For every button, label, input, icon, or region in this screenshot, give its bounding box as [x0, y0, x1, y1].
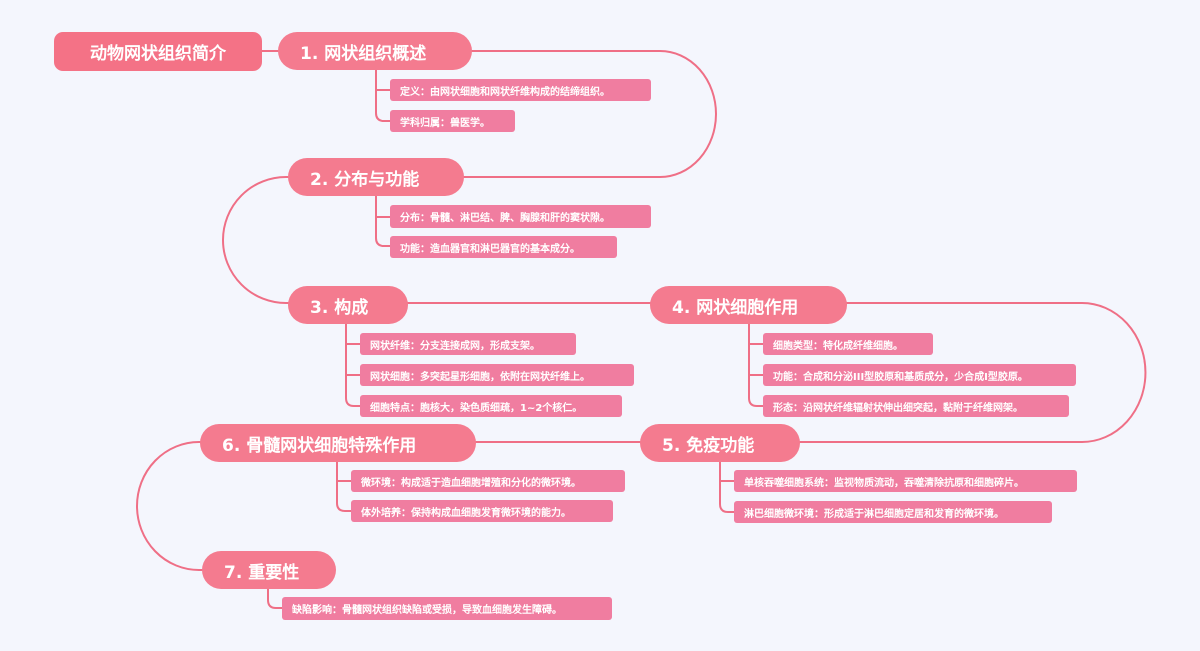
leaf-cell-type[interactable]: 细胞类型：特化成纤维细胞。: [763, 333, 933, 355]
leaf-microenvironment[interactable]: 微环境：构成适于造血细胞增殖和分化的微环境。: [351, 470, 625, 492]
topic-immune-function[interactable]: 5. 免疫功能: [640, 424, 800, 462]
leaf-definition[interactable]: 定义：由网状细胞和网状纤维构成的结缔组织。: [390, 79, 651, 101]
leaf-reticular-cell[interactable]: 网状细胞：多突起星形细胞，依附在网状纤维上。: [360, 364, 634, 386]
topic-bone-marrow-role[interactable]: 6. 骨髓网状细胞特殊作用: [200, 424, 476, 462]
topic-distribution-function[interactable]: 2. 分布与功能: [288, 158, 464, 196]
leaf-lymphocyte-microenvironment[interactable]: 淋巴细胞微环境：形成适于淋巴细胞定居和发育的微环境。: [734, 501, 1052, 523]
leaf-distribution[interactable]: 分布：骨髓、淋巴结、脾、胸腺和肝的窦状隙。: [390, 205, 651, 228]
topic-composition[interactable]: 3. 构成: [288, 286, 408, 324]
root-topic[interactable]: 动物网状组织简介: [54, 32, 262, 71]
leaf-cell-function[interactable]: 功能：合成和分泌III型胶原和基质成分，少合成I型胶原。: [763, 364, 1076, 386]
topic-reticular-cell-role[interactable]: 4. 网状细胞作用: [650, 286, 847, 324]
leaf-defect-impact[interactable]: 缺陷影响：骨髓网状组织缺陷或受损，导致血细胞发生障碍。: [282, 597, 612, 620]
topic-importance[interactable]: 7. 重要性: [202, 551, 336, 589]
leaf-cell-features[interactable]: 细胞特点：胞核大，染色质细疏，1~2个核仁。: [360, 395, 622, 417]
topic-overview[interactable]: 1. 网状组织概述: [278, 32, 472, 70]
leaf-morphology[interactable]: 形态：沿网状纤维辐射状伸出细突起，黏附于纤维网架。: [763, 395, 1069, 417]
leaf-discipline[interactable]: 学科归属：兽医学。: [390, 110, 515, 132]
leaf-mononuclear-phagocyte[interactable]: 单核吞噬细胞系统：监视物质流动，吞噬清除抗原和细胞碎片。: [734, 470, 1077, 492]
leaf-reticular-fiber[interactable]: 网状纤维：分支连接成网，形成支架。: [360, 333, 576, 355]
leaf-function[interactable]: 功能：造血器官和淋巴器官的基本成分。: [390, 236, 617, 258]
leaf-in-vitro-culture[interactable]: 体外培养：保持构成血细胞发育微环境的能力。: [351, 500, 613, 522]
